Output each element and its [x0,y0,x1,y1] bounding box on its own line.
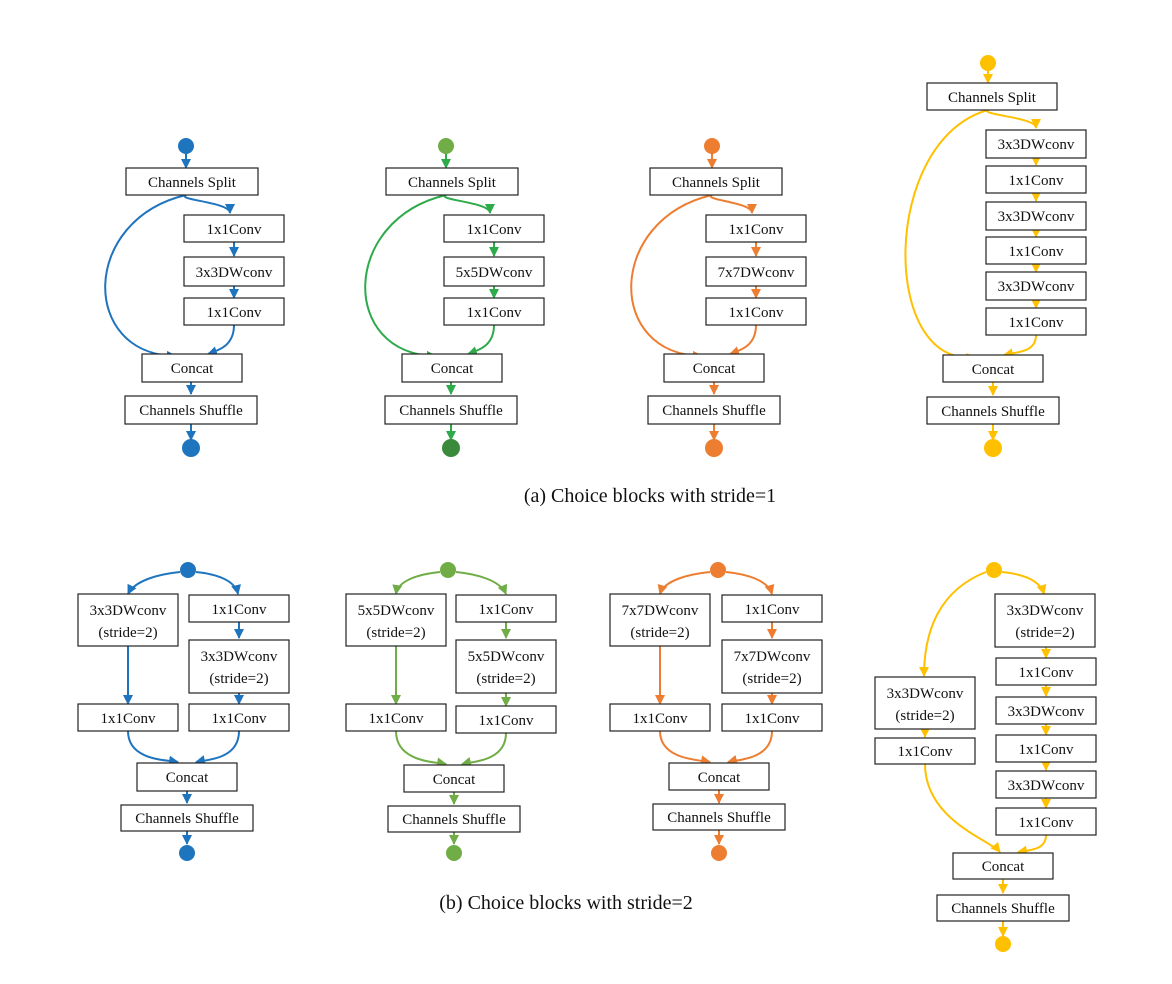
conv1x1-label: 1x1Conv [466,222,522,238]
input-node [986,562,1002,578]
dwconv7-label: 7x7DWconv [622,603,699,619]
stride2-label: (stride=2) [209,671,268,687]
input-node [180,562,196,578]
block-a2-5x5: Channels Split 1x1Conv 5x5DWconv 1x1Conv… [364,138,545,457]
dwconv3-label: 3x3DWconv [998,209,1075,225]
stride2-label: (stride=2) [630,625,689,641]
conv1x1-label: 1x1Conv [1008,244,1064,260]
dwconv3-label: 3x3DWconv [201,649,278,665]
stride2-label: (stride=2) [366,625,425,641]
dwconv3-label: 3x3DWconv [1008,778,1085,794]
conv1x1-label: 1x1Conv [744,602,800,618]
output-node [182,439,200,457]
conv1x1-label: 1x1Conv [728,305,784,321]
concat-label: Concat [698,770,741,786]
concat-label: Concat [166,770,209,786]
output-node [446,845,462,861]
conv1x1-label: 1x1Conv [368,711,424,727]
dwconv7-label: 7x7DWconv [718,265,795,281]
block-a4-xception: Channels Split 3x3DWconv 1x1Conv 3x3DWco… [904,55,1087,457]
channels-shuffle-label: Channels Shuffle [139,403,243,419]
dwconv3-label: 3x3DWconv [998,279,1075,295]
concat-label: Concat [982,859,1025,875]
conv1x1-label: 1x1Conv [1018,665,1074,681]
conv1x1-label: 1x1Conv [466,305,522,321]
output-node [984,439,1002,457]
channels-shuffle-label: Channels Shuffle [662,403,766,419]
output-node [711,845,727,861]
input-node [178,138,194,154]
dwconv5-label: 5x5DWconv [468,649,545,665]
conv1x1-label: 1x1Conv [478,602,534,618]
channels-shuffle-label: Channels Shuffle [667,810,771,826]
conv1x1-label: 1x1Conv [728,222,784,238]
stride2-label: (stride=2) [742,671,801,687]
stride2-label: (stride=2) [1015,625,1074,641]
concat-label: Concat [972,362,1015,378]
concat-label: Concat [693,361,736,377]
block-b3-7x7: 7x7DWconv (stride=2) 1x1Conv 7x7DWconv (… [609,562,823,861]
output-node [705,439,723,457]
dwconv3-label: 3x3DWconv [1007,603,1084,619]
concat-label: Concat [433,772,476,788]
channels-split-label: Channels Split [672,175,761,191]
block-b2-5x5: 5x5DWconv (stride=2) 1x1Conv 5x5DWconv (… [345,562,557,861]
conv1x1-label: 1x1Conv [206,222,262,238]
conv1x1-label: 1x1Conv [744,711,800,727]
conv1x1-label: 1x1Conv [1018,815,1074,831]
concat-label: Concat [171,361,214,377]
input-node [440,562,456,578]
concat-label: Concat [431,361,474,377]
conv1x1-label: 1x1Conv [1008,173,1064,189]
conv1x1-label: 1x1Conv [206,305,262,321]
input-node [710,562,726,578]
dwconv3-label: 3x3DWconv [196,265,273,281]
dwconv5-label: 5x5DWconv [456,265,533,281]
caption-stride1: (a) Choice blocks with stride=1 [524,485,776,507]
channels-shuffle-label: Channels Shuffle [399,403,503,419]
conv1x1-label: 1x1Conv [478,713,534,729]
conv1x1-label: 1x1Conv [100,711,156,727]
conv1x1-label: 1x1Conv [632,711,688,727]
channels-shuffle-label: Channels Shuffle [135,811,239,827]
output-node [995,936,1011,952]
dwconv3-label: 3x3DWconv [998,137,1075,153]
block-b4-xception: 3x3DWconv (stride=2) 1x1Conv 3x3DWconv 1… [874,562,1097,952]
conv1x1-label: 1x1Conv [1008,315,1064,331]
output-node [442,439,460,457]
channels-split-label: Channels Split [148,175,237,191]
dwconv3-label: 3x3DWconv [887,686,964,702]
output-node [179,845,195,861]
channels-shuffle-label: Channels Shuffle [941,404,1045,420]
conv1x1-label: 1x1Conv [1018,742,1074,758]
block-b1-3x3: 3x3DWconv (stride=2) 1x1Conv 3x3DWconv (… [77,562,290,861]
conv1x1-label: 1x1Conv [211,711,267,727]
dwconv7-label: 7x7DWconv [734,649,811,665]
stride2-label: (stride=2) [476,671,535,687]
block-a1-3x3: Channels Split 1x1Conv 3x3DWconv 1x1Conv… [104,138,285,457]
stride2-label: (stride=2) [895,708,954,724]
caption-stride2: (b) Choice blocks with stride=2 [439,892,692,914]
channels-split-label: Channels Split [408,175,497,191]
dwconv3-label: 3x3DWconv [90,603,167,619]
channels-shuffle-label: Channels Shuffle [951,901,1055,917]
conv1x1-label: 1x1Conv [897,744,953,760]
channels-shuffle-label: Channels Shuffle [402,812,506,828]
input-node [704,138,720,154]
input-node [438,138,454,154]
dwconv3-label: 3x3DWconv [1008,704,1085,720]
conv1x1-label: 1x1Conv [211,602,267,618]
channels-split-label: Channels Split [948,90,1037,106]
block-a3-7x7: Channels Split 1x1Conv 7x7DWconv 1x1Conv… [630,138,807,457]
dwconv5-label: 5x5DWconv [358,603,435,619]
stride2-label: (stride=2) [98,625,157,641]
input-node [980,55,996,71]
